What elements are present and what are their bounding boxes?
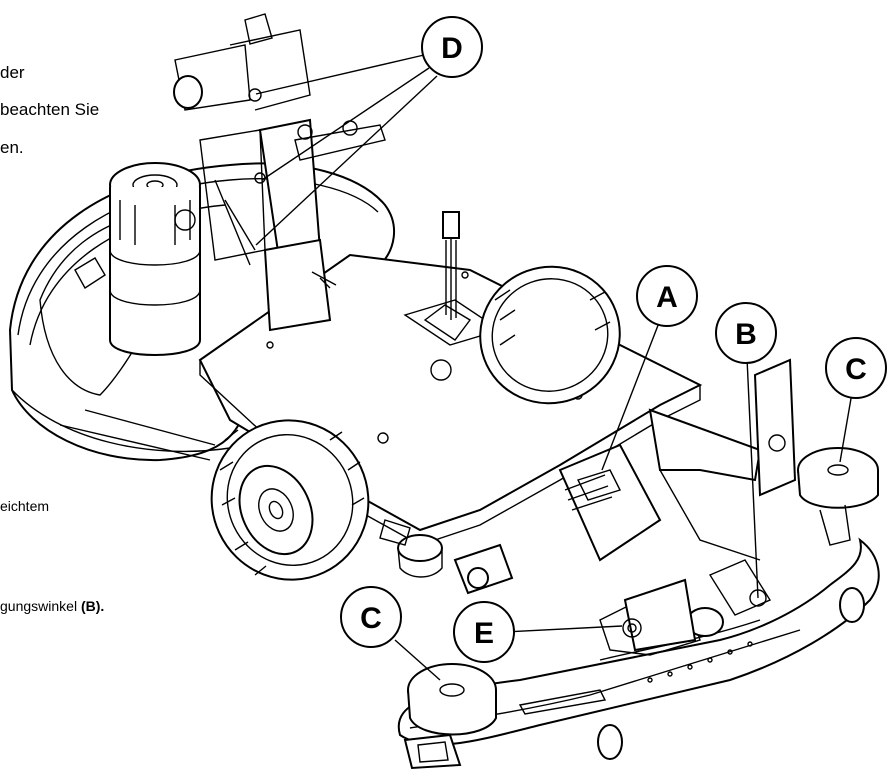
text-fragment-eichtem: eichtem: [0, 498, 50, 514]
adjustment-knob-left: [407, 663, 497, 736]
svg-text:B: B: [735, 318, 757, 351]
leader-lines: [255, 54, 854, 681]
front-wheel-left: [210, 419, 370, 581]
text-fragment-beachten: beachten Sie: [0, 100, 100, 119]
callout-c-right: C: [825, 337, 887, 399]
svg-text:C: C: [845, 353, 867, 386]
callout-c-left: C: [340, 586, 402, 648]
adjustment-knob-right: [797, 447, 879, 546]
svg-text:C: C: [360, 602, 382, 635]
spring-bracket-assembly: [558, 358, 797, 616]
squeegee-drive: [622, 578, 697, 652]
brush-motor: [109, 162, 201, 356]
upright-mast: [173, 13, 386, 332]
callout-d: D: [421, 16, 483, 78]
rear-wheel-right: [479, 265, 621, 405]
text-fragment-der: der: [0, 63, 25, 82]
text-fragment-bold-b: (B).: [80, 598, 105, 614]
text-fragment-gungswinkel: gungswinkel (B).: [0, 598, 105, 614]
callout-e: E: [453, 601, 515, 663]
hose-elbow: [379, 519, 514, 595]
svg-text:D: D: [441, 32, 463, 65]
callouts: D A B C C E: [340, 16, 887, 663]
callout-b: B: [715, 302, 777, 364]
svg-text:E: E: [474, 617, 494, 650]
svg-text:A: A: [656, 281, 678, 314]
callout-a: A: [636, 265, 698, 327]
connector-cable: [423, 211, 472, 341]
text-fragment-en: en.: [0, 138, 24, 157]
